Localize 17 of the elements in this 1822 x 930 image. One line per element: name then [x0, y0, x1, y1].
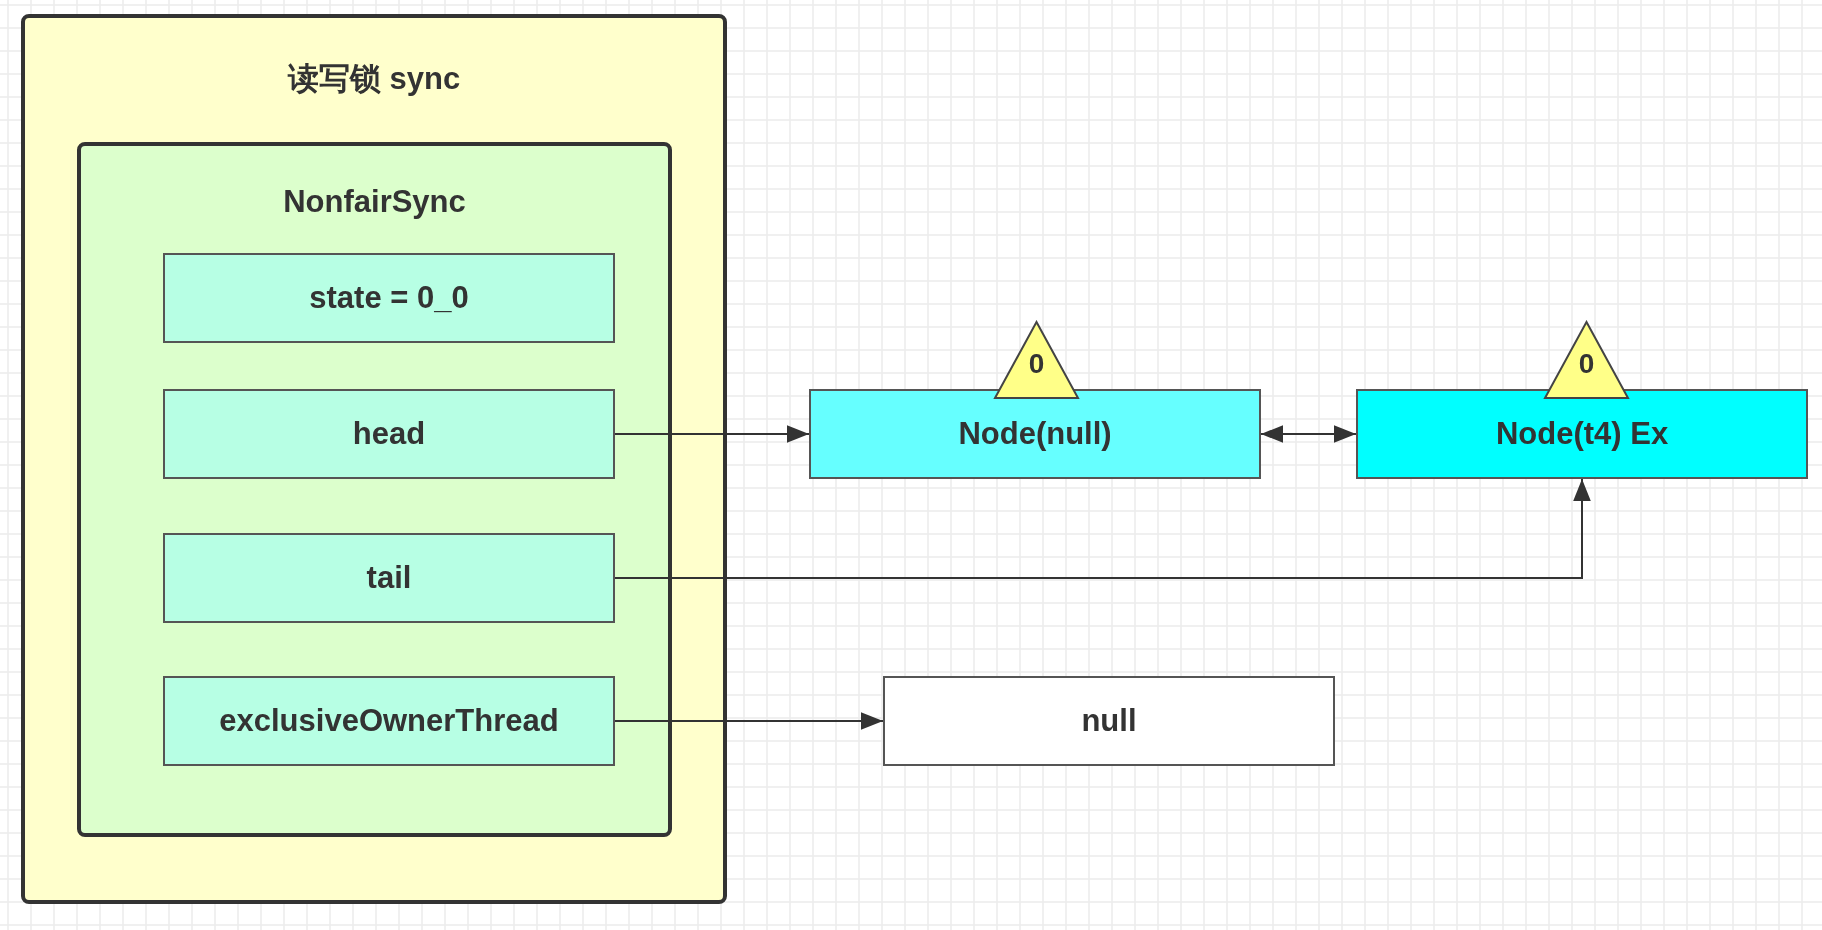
box-title: 读写锁 sync — [287, 60, 461, 98]
queue-node-box: Node(t4) Ex — [1356, 389, 1808, 479]
class-box — [77, 142, 672, 837]
triangle-marker: 0 — [1543, 320, 1630, 400]
arrow — [614, 425, 810, 443]
field-box: state = 0_0 — [163, 253, 615, 343]
arrow — [614, 478, 1591, 579]
arrow — [1260, 425, 1357, 443]
queue-node-box: Node(null) — [809, 389, 1261, 479]
field-box: exclusiveOwnerThread — [163, 676, 615, 766]
triangle-marker: 0 — [993, 320, 1080, 400]
value-box: null — [883, 676, 1335, 766]
field-box: head — [163, 389, 615, 479]
arrow — [614, 712, 884, 730]
lock-group-box — [21, 14, 727, 904]
box-title: NonfairSync — [283, 184, 466, 220]
field-box: tail — [163, 533, 615, 623]
